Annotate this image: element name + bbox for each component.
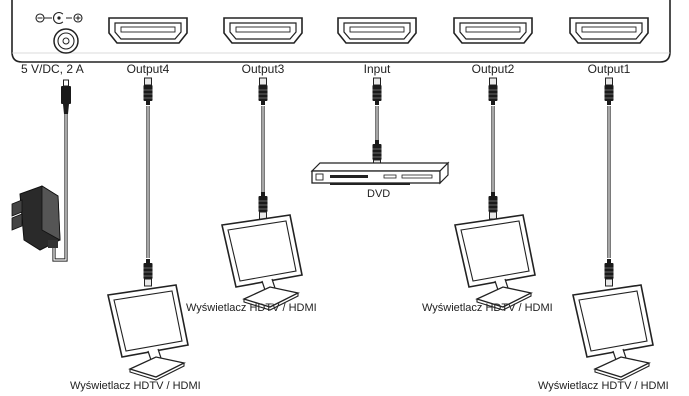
- hdmi-port-icon: [108, 17, 188, 44]
- hdmi-plug-icon: [143, 258, 153, 287]
- hdmi-plug-icon: [488, 191, 498, 220]
- display-label-output3: Wyświetlacz HDTV / HDMI: [186, 302, 317, 314]
- monitor-icon: [221, 214, 303, 311]
- hdmi-cable-output4: [143, 77, 153, 287]
- dvd-player-icon: [310, 161, 450, 185]
- hdmi-port-icon: [453, 17, 533, 44]
- port-label-output2: Output2: [471, 62, 515, 76]
- hdmi-plug-icon: [372, 77, 382, 106]
- display-label-output2: Wyświetlacz HDTV / HDMI: [422, 302, 553, 314]
- power-spec-label: 5 V/DC, 2 A: [21, 62, 84, 76]
- port-label-output1: Output1: [587, 62, 631, 76]
- hdmi-plug-icon: [604, 77, 614, 106]
- hdmi-port-icon: [223, 17, 303, 44]
- port-label-output4: Output4: [126, 62, 170, 76]
- display-label-output1: Wyświetlacz HDTV / HDMI: [538, 380, 669, 392]
- display-label-output4: Wyświetlacz HDTV / HDMI: [70, 380, 201, 392]
- hdmi-cable-output2: [488, 77, 498, 220]
- hdmi-cable-output1: [604, 77, 614, 287]
- hdmi-plug-icon: [258, 191, 268, 220]
- hdmi-port-icon: [337, 17, 417, 44]
- polarity-symbol-icon: [35, 11, 83, 25]
- monitor-icon: [454, 214, 536, 311]
- hdmi-plug-icon: [143, 77, 153, 106]
- power-cable: [52, 79, 71, 262]
- power-adapter-icon: [11, 185, 61, 251]
- hdmi-port-icon: [569, 17, 649, 44]
- hdmi-cable-input: [372, 77, 382, 168]
- dc-jack-icon: [53, 28, 79, 54]
- port-label-output3: Output3: [241, 62, 285, 76]
- monitor-icon: [572, 284, 654, 381]
- hdmi-plug-icon: [604, 258, 614, 287]
- hdmi-plug-icon: [488, 77, 498, 106]
- hdmi-cable-output3: [258, 77, 268, 220]
- monitor-icon: [107, 284, 189, 381]
- port-label-input: Input: [363, 62, 391, 76]
- hdmi-plug-icon: [258, 77, 268, 106]
- dvd-label: DVD: [367, 188, 391, 200]
